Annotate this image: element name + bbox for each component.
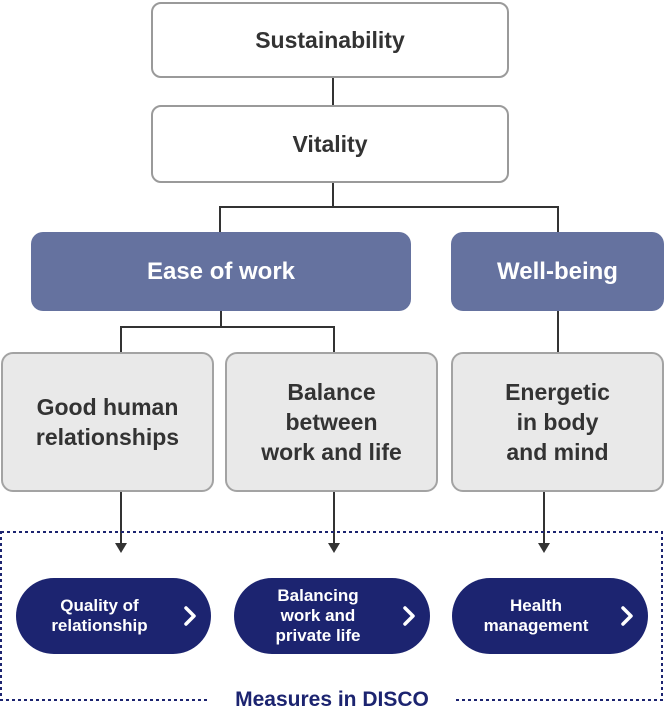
well-being-label: Well-being <box>497 257 618 285</box>
chevron-right-icon <box>403 606 415 626</box>
balance-work-life-label: Balance between work and life <box>261 379 402 465</box>
vitality-label: Vitality <box>292 130 368 157</box>
sustainability-box: Sustainability <box>151 2 509 78</box>
balancing-work-private-life-button[interactable]: Balancing work and private life <box>234 578 430 654</box>
well-being-box: Well-being <box>451 232 664 311</box>
health-management-button[interactable]: Health management <box>452 578 648 654</box>
chevron-right-icon <box>184 606 196 626</box>
health-management-label: Health management <box>483 596 589 635</box>
ease-of-work-box: Ease of work <box>31 232 411 311</box>
measures-title: Measures in DISCO <box>208 686 456 714</box>
chevron-right-icon <box>621 606 633 626</box>
energetic-box: Energetic in body and mind <box>451 352 664 492</box>
good-human-relationships-box: Good human relationships <box>1 352 214 492</box>
good-human-relationships-label: Good human relationships <box>35 394 180 450</box>
energetic-label: Energetic in body and mind <box>505 379 610 465</box>
quality-of-relationship-label: Quality of relationship <box>51 596 148 635</box>
balancing-work-private-life-label: Balancing work and private life <box>275 586 361 645</box>
balance-work-life-box: Balance between work and life <box>225 352 438 492</box>
sustainability-label: Sustainability <box>255 26 405 53</box>
quality-of-relationship-button[interactable]: Quality of relationship <box>16 578 211 654</box>
vitality-box: Vitality <box>151 105 509 183</box>
ease-of-work-label: Ease of work <box>146 257 296 285</box>
